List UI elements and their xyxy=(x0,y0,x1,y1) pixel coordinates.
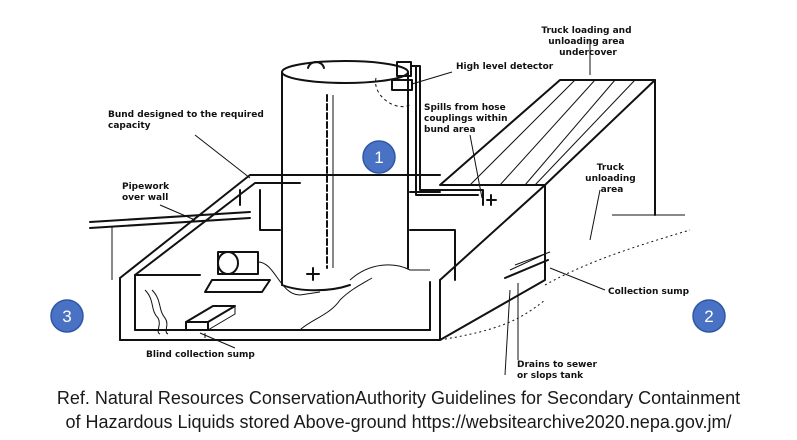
diagram-labels: Truck loading and unloading area underco… xyxy=(108,26,690,381)
badge-1: 1 xyxy=(362,140,396,174)
label-high-level-detector: High level detector xyxy=(456,62,554,72)
blind-collection-sump xyxy=(185,305,236,338)
label-blind-sump: Blind collection sump xyxy=(146,350,255,360)
label-truck-loading: Truck loading and unloading area underco… xyxy=(541,26,634,58)
storage-tank xyxy=(281,60,430,331)
badge-2: 2 xyxy=(692,299,726,333)
svg-text:2: 2 xyxy=(704,307,713,326)
high-level-detector xyxy=(375,61,497,206)
caption-line-1: Ref. Natural Resources ConservationAutho… xyxy=(56,388,741,408)
label-spills: Spills from hose couplings within bund a… xyxy=(424,103,511,135)
truck-canopy xyxy=(439,79,691,376)
badge-3: 3 xyxy=(50,299,84,333)
caption-line-2: of Hazardous Liquids stored Above-ground… xyxy=(65,412,732,432)
label-collection-sump: Collection sump xyxy=(608,287,690,297)
label-bund: Bund designed to the required capacity xyxy=(108,110,267,131)
label-truck-unloading: Truck unloading area xyxy=(585,163,639,195)
label-pipework: Pipework over wall xyxy=(122,182,172,203)
svg-text:1: 1 xyxy=(374,148,383,167)
label-drains: Drains to sewer or slops tank xyxy=(517,360,600,381)
svg-text:3: 3 xyxy=(62,307,71,326)
pump-pipework xyxy=(89,211,321,296)
leader-lines xyxy=(159,40,606,349)
